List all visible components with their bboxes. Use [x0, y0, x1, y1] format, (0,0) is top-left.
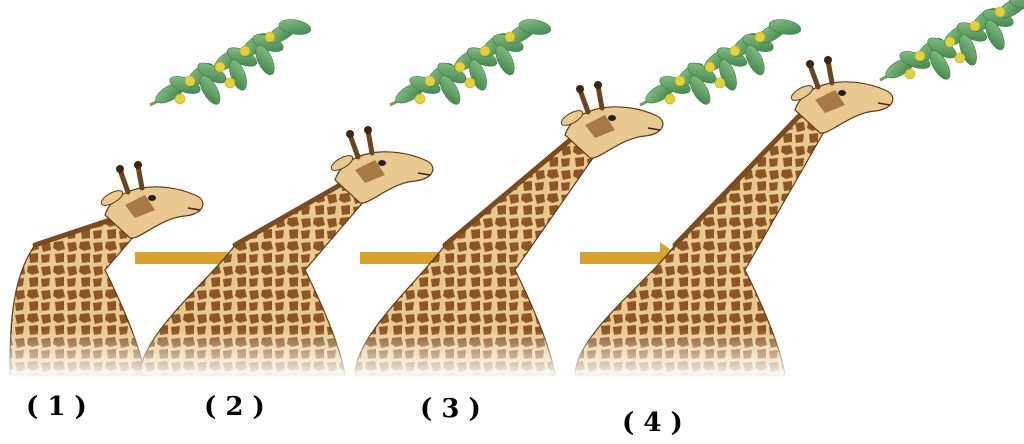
acacia-branch-icon	[880, 0, 1024, 82]
stage-label-2: ( 2 )	[204, 392, 265, 422]
acacia-branch-icon	[390, 17, 552, 107]
giraffe-4-icon	[575, 56, 893, 375]
bottom-fade	[0, 330, 1024, 380]
acacia-branch-icon	[150, 17, 312, 107]
stage-label-4: ( 4 )	[622, 408, 683, 438]
stage-label-1: ( 1 )	[26, 392, 87, 422]
acacia-branch-icon	[640, 17, 802, 107]
stage-label-3: ( 3 )	[420, 394, 481, 424]
